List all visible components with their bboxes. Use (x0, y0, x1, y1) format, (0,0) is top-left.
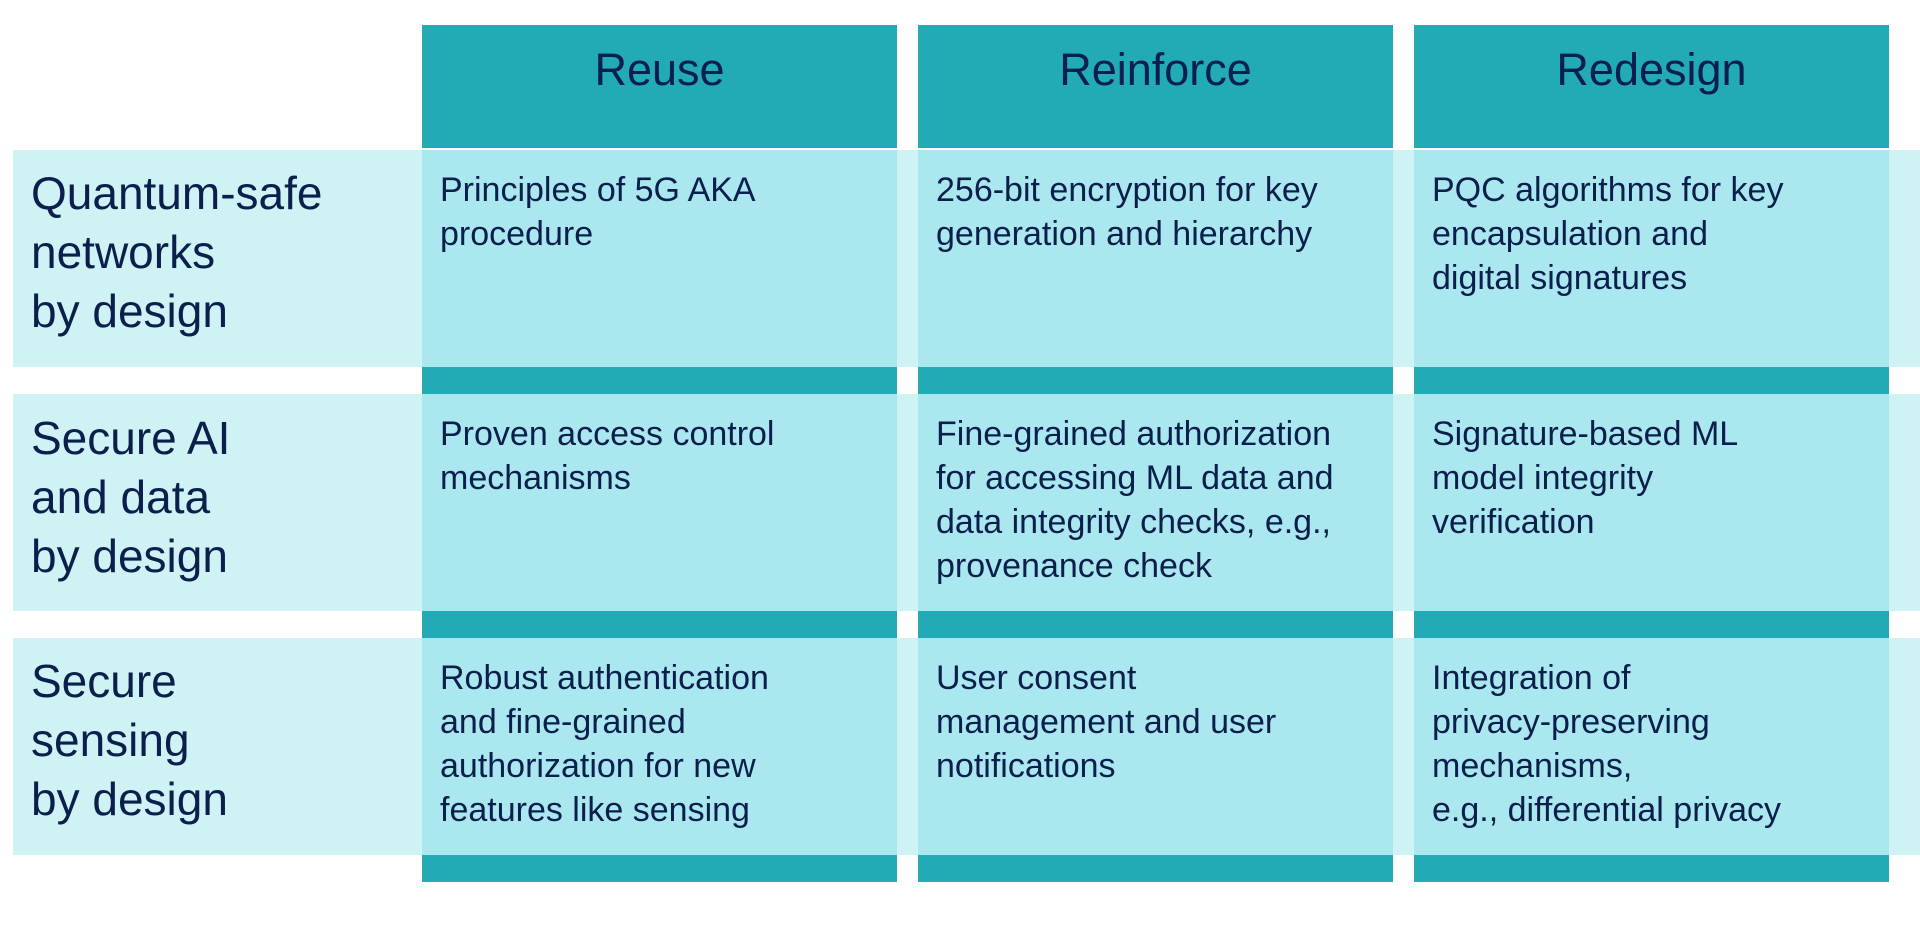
separator-bar (422, 367, 897, 394)
cell-quantum-safe-redesign: PQC algorithms for key encapsulation and… (1414, 150, 1889, 367)
separator-bar (1414, 855, 1889, 882)
cell-secure-ai-reuse: Proven access control mechanisms (422, 394, 897, 611)
cell-quantum-safe-reinforce: 256-bit encryption for key generation an… (918, 150, 1393, 367)
row-label-quantum-safe: Quantum-safe networks by design (31, 167, 323, 337)
separator-bar (918, 611, 1393, 638)
separator-bar (1414, 367, 1889, 394)
separator-bar (422, 855, 897, 882)
column-header-redesign: Redesign (1414, 25, 1889, 148)
separator-bar (918, 367, 1393, 394)
cell-secure-ai-reinforce: Fine-grained authorization for accessing… (918, 394, 1393, 611)
column-header-reinforce: Reinforce (918, 25, 1393, 148)
cell-secure-ai-redesign: Signature-based ML model integrity verif… (1414, 394, 1889, 611)
cell-secure-sensing-reinforce: User consent management and user notific… (918, 638, 1393, 855)
separator-bar (422, 611, 897, 638)
separator-bar (1414, 611, 1889, 638)
cell-quantum-safe-reuse: Principles of 5G AKA procedure (422, 150, 897, 367)
cell-secure-sensing-reuse: Robust authentication and fine-grained a… (422, 638, 897, 855)
cell-secure-sensing-redesign: Integration of privacy-preserving mechan… (1414, 638, 1889, 855)
separator-bar (918, 855, 1393, 882)
row-label-secure-sensing: Secure sensing by design (31, 655, 228, 825)
row-label-secure-ai: Secure AI and data by design (31, 412, 231, 582)
column-header-reuse: Reuse (422, 25, 897, 148)
